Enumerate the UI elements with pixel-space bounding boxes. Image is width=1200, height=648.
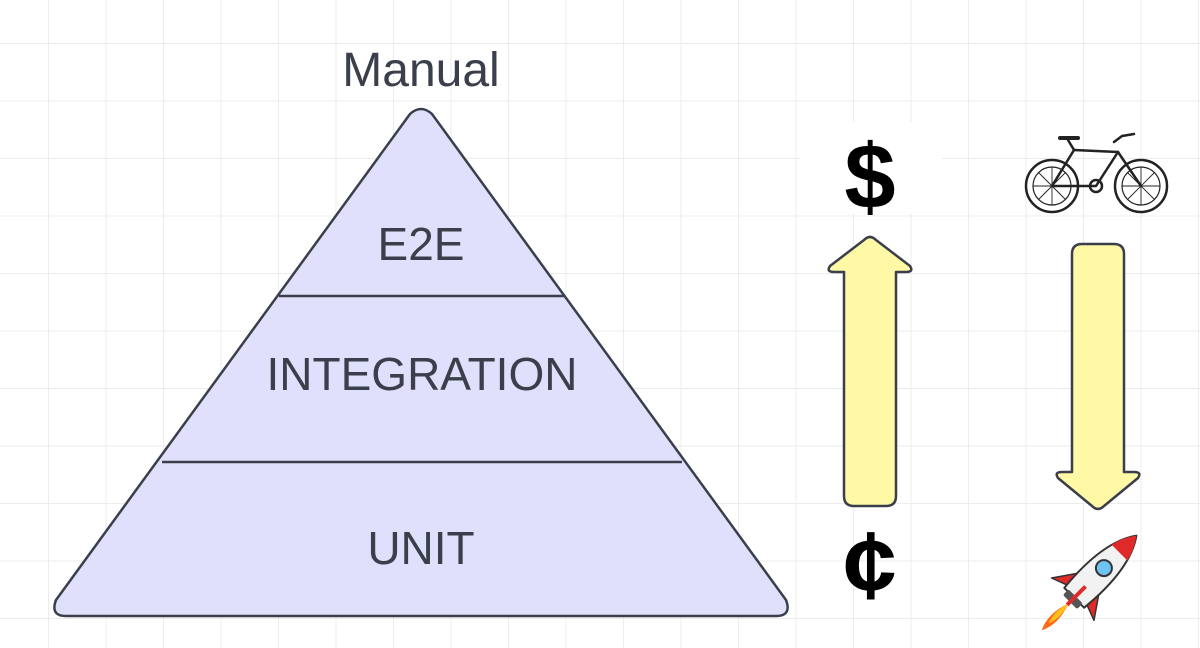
tier-label-unit: UNIT xyxy=(367,522,474,574)
cost-symbol-backdrop xyxy=(800,122,942,214)
rocket-icon xyxy=(1041,534,1138,631)
cost-up-arrow[interactable] xyxy=(827,235,913,508)
manual-label: Manual xyxy=(342,44,499,97)
tier-label-e2e: E2E xyxy=(378,218,465,270)
cost-low-symbol: ¢ xyxy=(843,512,896,619)
test-pyramid xyxy=(53,107,789,618)
speed-down-arrow[interactable] xyxy=(1055,242,1141,511)
bicycle-icon xyxy=(1024,132,1169,214)
pyramid-shape[interactable] xyxy=(53,107,789,618)
tier-label-integration: INTEGRATION xyxy=(267,348,578,400)
cost-high-symbol: $ xyxy=(844,126,895,228)
